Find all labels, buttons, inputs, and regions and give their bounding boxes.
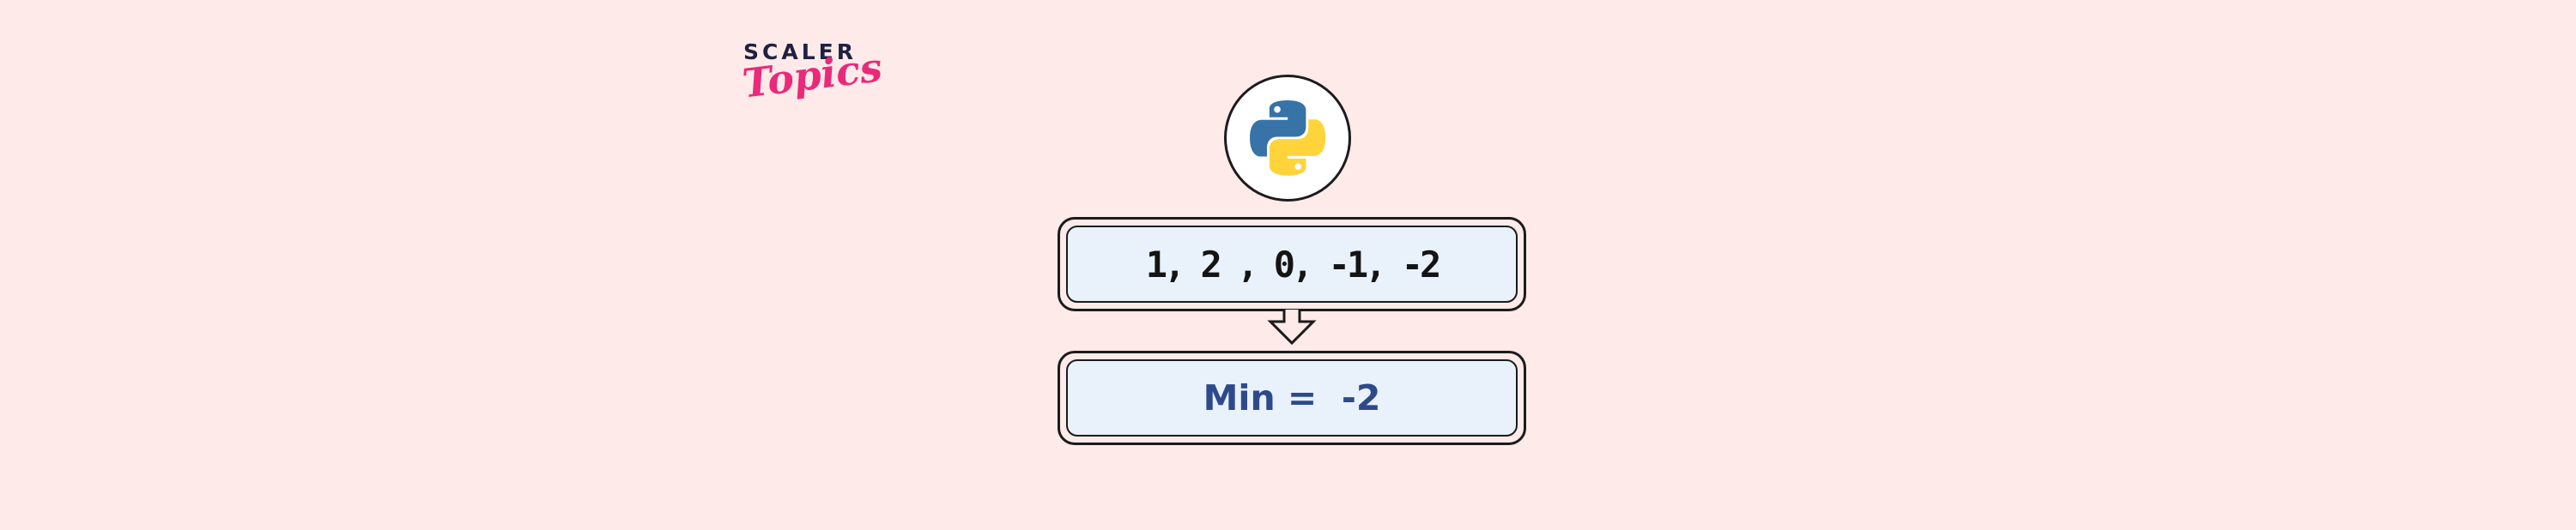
down-arrow-icon (1267, 310, 1317, 346)
input-list-box-inner: 1, 2 , 0, -1, -2 (1066, 226, 1518, 303)
scaler-topics-logo: SCALER Topics (740, 39, 885, 107)
python-logo-icon (1250, 100, 1325, 176)
input-list-values: 1, 2 , 0, -1, -2 (1145, 243, 1442, 286)
scaler-brand-text: SCALER (743, 39, 857, 64)
python-badge-circle (1224, 75, 1351, 202)
output-min-box-inner: Min = -2 (1066, 359, 1518, 437)
min-result-text: Min = -2 (1203, 377, 1381, 419)
input-list-box: 1, 2 , 0, -1, -2 (1058, 217, 1526, 311)
output-min-box: Min = -2 (1058, 351, 1526, 445)
